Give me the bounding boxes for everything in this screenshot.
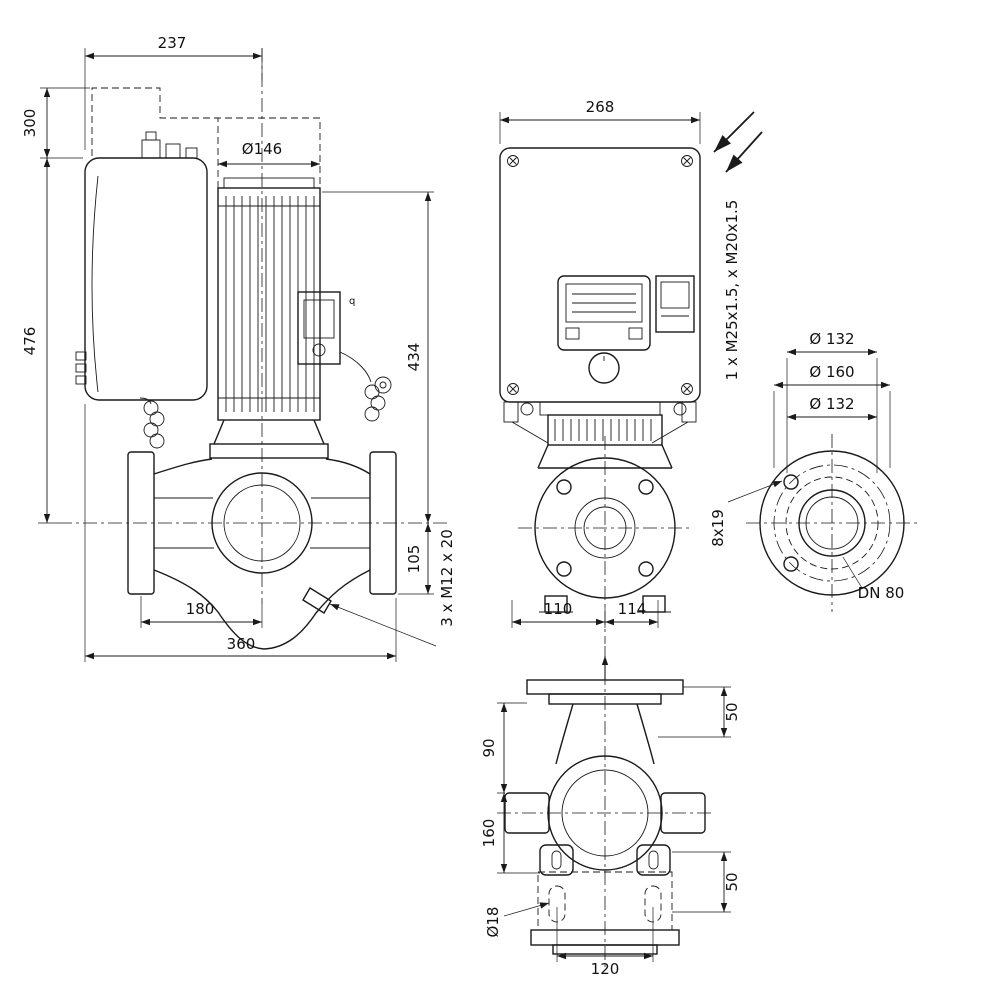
gland-nut xyxy=(520,402,534,416)
coiled-cable-right xyxy=(339,351,392,422)
bolt-hole xyxy=(556,479,572,495)
centerlines xyxy=(58,48,450,604)
dim-motor-height: 434 xyxy=(405,343,423,372)
side-boss xyxy=(660,792,706,834)
volute-top xyxy=(547,755,663,871)
gland-nut xyxy=(673,402,687,416)
removal-clearance-dashed xyxy=(91,87,321,188)
pump-housing xyxy=(127,419,397,650)
dim-port-offset: 105 xyxy=(405,545,423,574)
display-panel xyxy=(557,275,651,351)
gland-mark-label: q xyxy=(349,296,355,307)
dim-right-offset: 114 xyxy=(618,600,647,618)
dim-overall-width: 360 xyxy=(227,635,256,653)
corner-screw xyxy=(507,383,519,395)
foot-slot xyxy=(648,850,659,870)
flange-bore xyxy=(798,489,866,557)
flange-outer-circle xyxy=(759,450,905,596)
dim-foot-hole: Ø18 xyxy=(484,907,502,938)
terminal-box: q xyxy=(297,291,355,365)
foot-slot xyxy=(551,850,562,870)
corner-screw xyxy=(681,155,693,167)
front-dimensions: 268 1 x M25x1.5, x M20x1.5 110 114 xyxy=(499,98,763,628)
motor xyxy=(217,177,321,421)
top-view: 50 90 160 50 Ø18 120 xyxy=(480,646,741,978)
gland-arrow xyxy=(713,111,755,153)
volute xyxy=(211,472,313,574)
dim-bolt-circle-lower: Ø 132 xyxy=(809,395,854,413)
plug-module xyxy=(655,275,695,333)
control-knob xyxy=(588,352,620,384)
bolt-circle xyxy=(773,464,891,582)
side-view: q 237 xyxy=(21,34,456,662)
flange-dimensions: Ø 132 Ø 160 Ø 132 DN 80 8x19 xyxy=(709,330,904,602)
gland-arrow xyxy=(725,131,763,173)
display-screen xyxy=(565,283,643,323)
dim-clearance-height: 300 xyxy=(21,109,39,138)
corner-screw xyxy=(507,155,519,167)
electronics-module xyxy=(75,131,208,401)
motor-fins-front xyxy=(554,419,652,441)
dim-lower-offset: 50 xyxy=(723,872,741,891)
dim-upper-offset: 50 xyxy=(723,702,741,721)
button-left xyxy=(565,327,580,340)
lantern xyxy=(209,443,329,459)
button-right xyxy=(628,327,643,340)
label-drain-plug: 3 x M12 x 20 xyxy=(438,529,456,627)
cable-gland xyxy=(141,139,161,159)
dim-foot-spacing: 120 xyxy=(591,960,620,978)
foot xyxy=(539,844,574,876)
label-nominal-size: DN 80 xyxy=(858,584,905,602)
cable-plug xyxy=(374,376,392,394)
bolt-hole xyxy=(638,479,654,495)
front-pump-body xyxy=(503,401,697,613)
dim-module-width: 237 xyxy=(158,34,187,52)
label-slot-size: 8x19 xyxy=(709,509,727,547)
dim-outer-diameter: Ø 160 xyxy=(809,363,854,381)
pump-flange-front xyxy=(534,457,676,599)
front-view: 268 1 x M25x1.5, x M20x1.5 110 114 xyxy=(499,98,763,644)
discharge-flange xyxy=(369,451,397,595)
dim-flange-to-axis: 180 xyxy=(186,600,215,618)
flange-hole xyxy=(783,474,799,490)
motor-fins xyxy=(225,196,315,412)
dim-motor-diameter: Ø146 xyxy=(242,140,282,158)
foot xyxy=(636,844,671,876)
dim-bolt-circle-upper: Ø 132 xyxy=(809,330,854,348)
corner-screw xyxy=(681,383,693,395)
label-cable-glands: 1 x M25x1.5, x M20x1.5 xyxy=(723,200,741,381)
flange-view: Ø 132 Ø 160 Ø 132 DN 80 8x19 xyxy=(709,330,918,612)
dim-left-offset: 110 xyxy=(544,600,573,618)
control-module xyxy=(499,147,701,403)
dim-upper-height: 90 xyxy=(480,738,498,757)
side-dimensions: 237 300 476 Ø146 434 105 3 x M12 x 20 18… xyxy=(21,34,456,662)
drain-plug-boss xyxy=(302,587,332,614)
dim-box-width: 268 xyxy=(586,98,615,116)
coiled-cable-left xyxy=(139,397,165,449)
bolt-hole xyxy=(556,561,572,577)
flange-hole xyxy=(783,556,799,572)
suction-flange xyxy=(127,451,155,595)
dim-lower-height: 160 xyxy=(480,819,498,848)
top-dimensions: 50 90 160 50 Ø18 120 xyxy=(480,686,741,978)
dim-total-height: 476 xyxy=(21,327,39,356)
bolt-hole xyxy=(638,561,654,577)
